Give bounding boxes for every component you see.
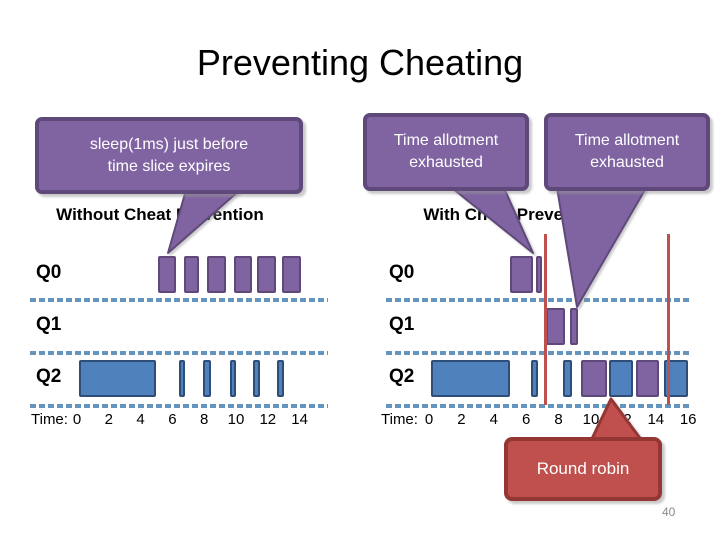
sleep-callout-line1: sleep(1ms) just before <box>89 135 249 153</box>
time-tick-10: 10 <box>582 411 600 428</box>
queue-label-q1: Q1 <box>36 314 62 335</box>
time-tick-6: 6 <box>522 411 531 428</box>
time-tick-10: 10 <box>227 411 245 428</box>
queue-label-q0: Q0 <box>389 262 415 283</box>
schedule-block-purple <box>569 308 579 345</box>
schedule-block-blue <box>563 360 572 397</box>
round-robin-callout: Round robin <box>504 437 662 501</box>
schedule-block-purple <box>158 256 176 293</box>
time-allotment-callout-2: Time allotment exhausted <box>544 113 710 191</box>
time-axis-prefix: Time: <box>381 411 418 428</box>
schedule-block-blue <box>663 360 689 397</box>
time-axis-prefix: Time: <box>31 411 68 428</box>
schedule-block-purple <box>636 360 660 397</box>
time-tick-14: 14 <box>291 411 308 428</box>
sleep-callout-line2: time slice expires <box>107 157 231 175</box>
queue-divider <box>30 404 328 408</box>
schedule-block-blue <box>608 360 634 397</box>
sleep-callout: sleep(1ms) just before time slice expire… <box>35 117 303 194</box>
time-allotment-callout-2-line2: exhausted <box>590 154 664 171</box>
round-robin-callout-text: Round robin <box>536 458 630 478</box>
time-tick-2: 2 <box>457 411 466 428</box>
schedule-block-purple <box>183 256 200 293</box>
schedule-block-purple <box>282 256 302 293</box>
time-tick-16: 16 <box>679 411 697 428</box>
time-allotment-callout-1-line2: exhausted <box>409 154 483 171</box>
queue-divider <box>386 351 692 355</box>
schedule-block-purple <box>581 360 608 397</box>
time-tick-0: 0 <box>424 411 434 428</box>
queue-divider <box>30 351 328 355</box>
time-tick-0: 0 <box>72 411 82 428</box>
time-tick-8: 8 <box>200 411 209 428</box>
time-allotment-callout-1: Time allotment exhausted <box>363 113 529 191</box>
page-number: 40 <box>662 505 676 519</box>
schedule-block-purple <box>510 256 533 293</box>
queue-divider <box>386 298 692 302</box>
queue-label-q2: Q2 <box>389 366 415 387</box>
schedule-block-blue <box>253 360 260 397</box>
schedule-block-blue <box>430 360 510 397</box>
time-tick-12: 12 <box>259 411 277 428</box>
schedule-block-blue <box>229 360 236 397</box>
schedule-block-blue <box>78 360 157 397</box>
time-tick-4: 4 <box>489 411 498 428</box>
schedule-block-purple <box>256 256 276 293</box>
time-tick-12: 12 <box>615 411 632 428</box>
time-tick-8: 8 <box>554 411 563 428</box>
queue-divider <box>30 298 328 302</box>
schedule-block-blue <box>531 360 538 397</box>
queue-divider <box>386 404 692 408</box>
schedule-block-purple <box>207 256 227 293</box>
time-allotment-callout-2-line1: Time allotment <box>574 132 680 150</box>
queue-label-q2: Q2 <box>36 366 62 387</box>
schedule-block-purple <box>535 256 543 293</box>
queue-label-q0: Q0 <box>36 262 62 283</box>
queue-label-q1: Q1 <box>389 314 415 335</box>
time-tick-4: 4 <box>136 411 145 428</box>
schedule-block-purple <box>234 256 252 293</box>
slide-title: Preventing Cheating <box>196 42 524 83</box>
time-tick-2: 2 <box>104 411 113 428</box>
time-tick-14: 14 <box>647 411 665 428</box>
time-tick-6: 6 <box>168 411 177 428</box>
schedule-block-blue <box>178 360 186 397</box>
schedule-block-blue <box>202 360 211 397</box>
time-allotment-callout-1-line1: Time allotment <box>393 132 499 150</box>
schedule-block-purple <box>545 308 566 345</box>
schedule-block-blue <box>277 360 284 397</box>
